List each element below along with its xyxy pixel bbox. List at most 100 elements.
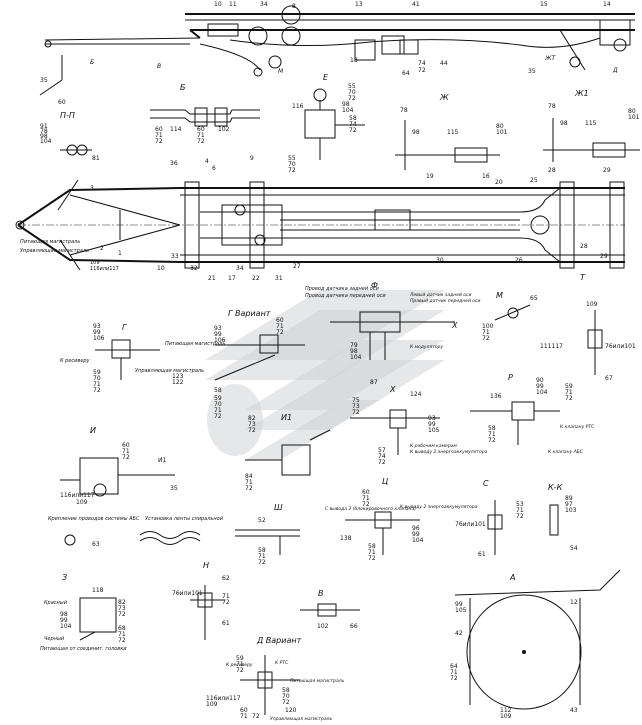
svg-text:71: 71 <box>516 507 524 514</box>
svg-text:100: 100 <box>482 323 494 330</box>
svg-text:33: 33 <box>171 253 179 260</box>
svg-text:112: 112 <box>500 707 512 714</box>
svg-text:72: 72 <box>368 555 376 562</box>
svg-text:Питающая магистраль: Питающая магистраль <box>290 678 345 684</box>
svg-text:98: 98 <box>350 348 358 355</box>
callout: 41 <box>412 1 420 8</box>
svg-text:72: 72 <box>197 138 205 145</box>
svg-text:111117: 111117 <box>540 343 563 350</box>
svg-text:109: 109 <box>90 260 100 266</box>
abs-spiral: Крепление проводов системы АБС 63 Устано… <box>48 516 224 548</box>
detail-g: Г 93 99 106 Питающая магистраль К ресиве… <box>60 323 225 394</box>
callout: 8 <box>292 3 296 10</box>
svg-text:59: 59 <box>214 395 222 402</box>
svg-text:116или117: 116или117 <box>90 266 119 272</box>
svg-text:80: 80 <box>628 108 636 115</box>
svg-text:59: 59 <box>236 655 244 662</box>
svg-text:55: 55 <box>288 155 296 162</box>
svg-text:10: 10 <box>157 265 165 272</box>
svg-text:71: 71 <box>276 323 284 330</box>
svg-text:68: 68 <box>118 625 126 632</box>
svg-text:71: 71 <box>245 479 253 486</box>
front-axle-sensor-note: Провод датчика передней оси <box>305 293 386 299</box>
svg-text:99: 99 <box>412 531 420 538</box>
svg-text:109: 109 <box>586 301 598 308</box>
svg-text:К ресиверу: К ресиверу <box>226 662 253 668</box>
detail-kk: К-К 89 97 103 54 <box>548 483 578 552</box>
svg-text:70: 70 <box>288 161 296 168</box>
svg-text:96: 96 <box>412 525 420 532</box>
svg-text:93: 93 <box>428 415 436 422</box>
svg-text:61: 61 <box>478 551 486 558</box>
svg-text:71: 71 <box>258 553 266 560</box>
callout: 74 <box>418 60 426 67</box>
svg-text:М: М <box>496 291 503 300</box>
svg-text:28: 28 <box>548 167 556 174</box>
svg-text:К РТС: К РТС <box>275 660 289 666</box>
supply-line-note: Питающая магистраль <box>20 239 80 245</box>
svg-text:29: 29 <box>600 253 608 260</box>
svg-text:43: 43 <box>570 707 578 714</box>
svg-text:98: 98 <box>342 101 350 108</box>
detail-s: С 53 71 72 76или101 61 <box>455 479 524 558</box>
svg-text:123: 123 <box>172 373 184 380</box>
detail-v: В 102 66 <box>300 589 360 630</box>
svg-text:Ц: Ц <box>382 477 388 486</box>
svg-text:72: 72 <box>349 127 357 134</box>
svg-text:115: 115 <box>585 120 597 127</box>
svg-text:72: 72 <box>245 485 253 492</box>
svg-text:60: 60 <box>276 317 284 324</box>
callout: 72 <box>418 67 426 74</box>
svg-text:31: 31 <box>275 275 283 282</box>
svg-text:К рабочим камерам: К рабочим камерам <box>410 443 457 449</box>
svg-text:78: 78 <box>40 128 48 135</box>
svg-text:78: 78 <box>548 103 556 110</box>
watermark-logo <box>205 290 445 460</box>
svg-text:Х: Х <box>451 321 458 330</box>
svg-text:Г: Г <box>122 323 127 332</box>
svg-text:99: 99 <box>428 421 436 428</box>
svg-text:109: 109 <box>206 701 218 708</box>
svg-text:71: 71 <box>155 132 163 139</box>
callout: 13 <box>355 1 363 8</box>
svg-text:71: 71 <box>565 389 573 396</box>
detail-a: А 99 105 12 42 64 71 72 43 112 109 <box>450 569 621 720</box>
svg-text:К выводу 2 энергоаккумулятора: К выводу 2 энергоаккумулятора <box>410 449 488 455</box>
callout: 11 <box>229 1 237 8</box>
callout: 60 <box>58 99 66 106</box>
svg-text:98: 98 <box>60 611 68 618</box>
svg-text:70: 70 <box>282 693 290 700</box>
svg-text:102: 102 <box>317 623 329 630</box>
detail-i1: И1 82 73 72 84 71 72 <box>245 413 331 492</box>
svg-text:72: 72 <box>378 459 386 466</box>
svg-text:С: С <box>483 479 489 488</box>
svg-text:71: 71 <box>222 593 230 600</box>
svg-text:67: 67 <box>605 375 613 382</box>
svg-text:54: 54 <box>570 545 578 552</box>
detail-pp: П-П 91 78 98 104 81 <box>40 111 100 162</box>
svg-text:20: 20 <box>495 179 503 186</box>
callout: Д <box>612 67 618 74</box>
svg-text:Установка ленты спиральной: Установка ленты спиральной <box>145 516 224 522</box>
svg-text:105: 105 <box>455 607 467 614</box>
svg-text:99: 99 <box>214 331 222 338</box>
svg-text:115: 115 <box>447 129 459 136</box>
callout: 18 <box>350 57 358 64</box>
callout: ЖТ <box>544 55 556 62</box>
svg-text:17: 17 <box>228 275 236 282</box>
svg-text:71: 71 <box>118 631 126 638</box>
svg-text:104: 104 <box>536 389 548 396</box>
svg-text:71: 71 <box>240 713 248 720</box>
svg-text:76или101: 76или101 <box>455 521 486 528</box>
svg-text:Р: Р <box>508 373 513 382</box>
svg-text:60: 60 <box>122 442 130 449</box>
svg-text:53: 53 <box>516 501 524 508</box>
svg-text:82: 82 <box>248 415 256 422</box>
svg-text:70: 70 <box>93 375 101 382</box>
svg-text:Т: Т <box>580 273 586 282</box>
callout: 64 <box>402 70 410 77</box>
svg-text:72: 72 <box>488 437 496 444</box>
svg-text:26: 26 <box>515 257 523 264</box>
svg-text:87: 87 <box>370 379 378 386</box>
svg-text:Ж1: Ж1 <box>574 89 589 98</box>
